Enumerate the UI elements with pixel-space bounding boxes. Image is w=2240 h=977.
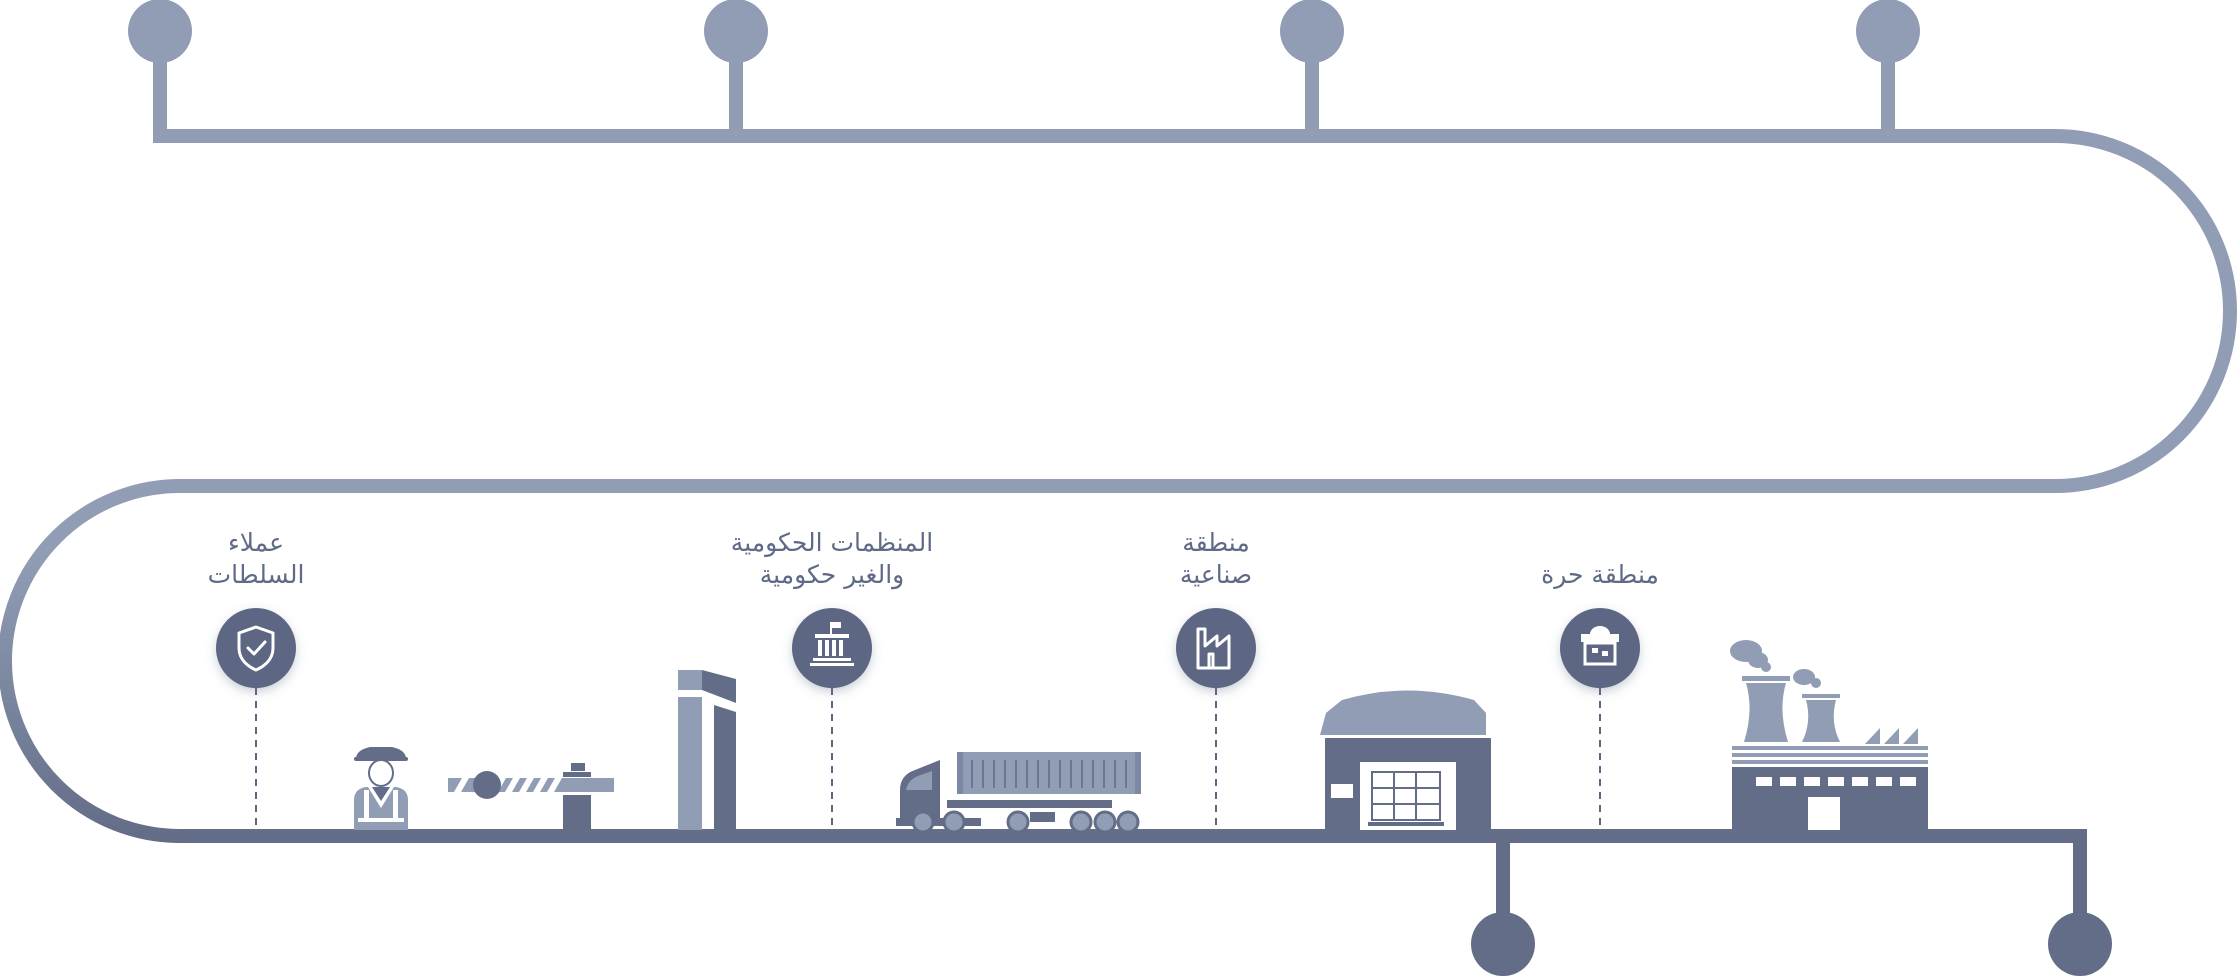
shield-check-icon	[237, 625, 275, 672]
label-organizations-line-1: المنظمات الحكومية	[730, 528, 934, 557]
top-node-1	[128, 0, 192, 63]
worker-icon	[354, 747, 408, 830]
power-plant-icon	[1730, 640, 1928, 830]
label-freezone-line-1: منطقة حرة	[1541, 560, 1659, 589]
barrier-gate-icon	[448, 763, 614, 830]
label-authorities: عملاء السلطات	[186, 527, 326, 591]
top-node-2	[704, 0, 768, 63]
label-industrial: منطقة صناعية	[1146, 527, 1286, 591]
track-path	[0, 129, 2237, 843]
storefront-icon	[1581, 626, 1619, 666]
label-organizations: المنظمات الحكومية والغير حكومية	[692, 527, 972, 591]
badge-industrial	[1176, 608, 1256, 688]
label-organizations-line-2: والغير حكومية	[759, 560, 905, 589]
warehouse-icon	[1320, 690, 1491, 830]
factory-icon	[1196, 627, 1231, 670]
label-industrial-line-1: منطقة	[1182, 528, 1250, 557]
label-freezone: منطقة حرة	[1500, 559, 1700, 591]
label-industrial-line-2: صناعية	[1179, 560, 1253, 589]
bottom-node-1	[1471, 912, 1535, 976]
bottom-node-2	[2048, 912, 2112, 976]
label-authorities-line-1: عملاء	[227, 528, 285, 557]
badge-freezone	[1560, 608, 1640, 688]
top-node-4	[1856, 0, 1920, 63]
top-node-3	[1280, 0, 1344, 63]
government-building-icon	[810, 622, 854, 666]
badge-organizations	[792, 608, 872, 688]
container-truck-icon	[896, 752, 1141, 834]
badge-authorities	[216, 608, 296, 688]
gate-pillar-icon	[678, 670, 736, 830]
label-authorities-line-2: السلطات	[207, 560, 305, 589]
